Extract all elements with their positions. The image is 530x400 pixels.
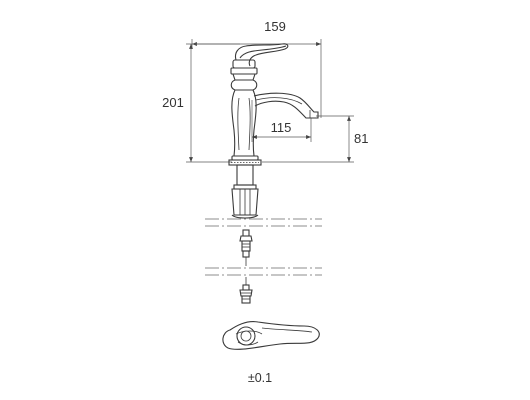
dimension-spout-reach-label: 115 bbox=[271, 120, 292, 135]
dimension-spout-height-label: 81 bbox=[354, 131, 368, 146]
top-view-lever bbox=[222, 321, 320, 350]
faucet-side-view bbox=[228, 43, 319, 219]
supply-hose bbox=[205, 218, 322, 304]
faucet-spout bbox=[253, 92, 319, 119]
faucet-top-view bbox=[222, 321, 320, 350]
dimension-height-label: 201 bbox=[162, 95, 184, 110]
lever-handle bbox=[234, 43, 289, 67]
tolerance-note: ±0.1 bbox=[248, 371, 272, 385]
dimension-height: 201 bbox=[162, 43, 240, 163]
dimension-width-label: 159 bbox=[264, 19, 286, 34]
faucet-column bbox=[231, 89, 257, 157]
dimension-spout-height: 81 bbox=[262, 115, 368, 163]
dimension-spout-reach: 115 bbox=[251, 100, 312, 142]
